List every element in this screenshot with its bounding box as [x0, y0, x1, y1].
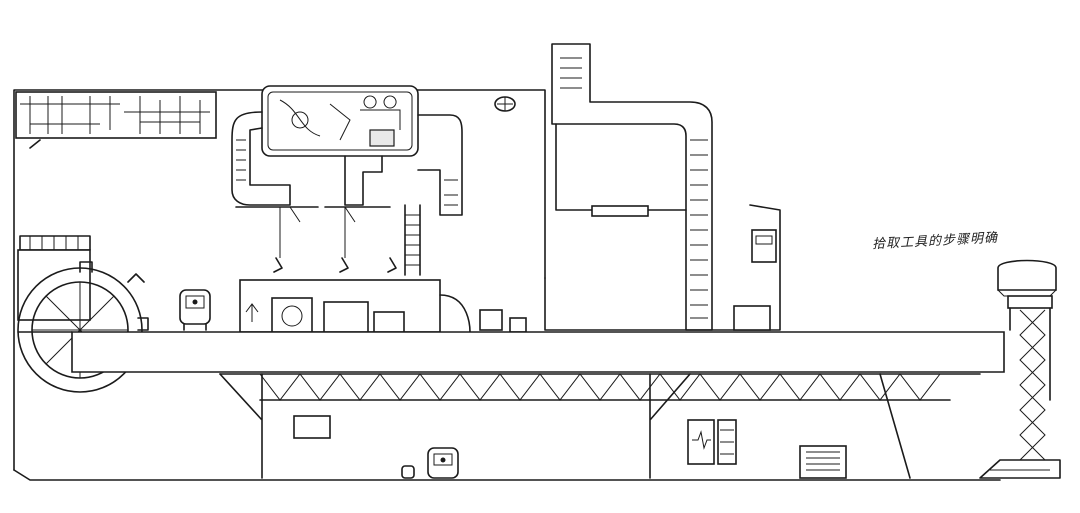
top-left-pipe-room	[15, 91, 217, 149]
workbench-machines	[239, 279, 527, 333]
fuse-cabinet[interactable]	[733, 229, 777, 331]
tall-duct	[551, 43, 713, 331]
walkway-slab	[17, 331, 1005, 373]
duct-pipes	[231, 111, 463, 216]
ladder[interactable]	[404, 204, 421, 276]
wall-lamp	[494, 96, 516, 112]
robot-lower[interactable]	[401, 447, 459, 479]
shelves-and-hooks	[235, 206, 397, 273]
control-panel[interactable]	[261, 85, 419, 157]
upper-building	[13, 89, 781, 471]
truss-bridge	[219, 373, 981, 479]
vent-grate[interactable]	[799, 445, 847, 479]
gear-wheel[interactable]	[17, 235, 149, 393]
robot-upper[interactable]	[179, 289, 211, 331]
lower-floor	[13, 415, 1001, 481]
crane-scissor-lift[interactable]	[979, 259, 1061, 479]
